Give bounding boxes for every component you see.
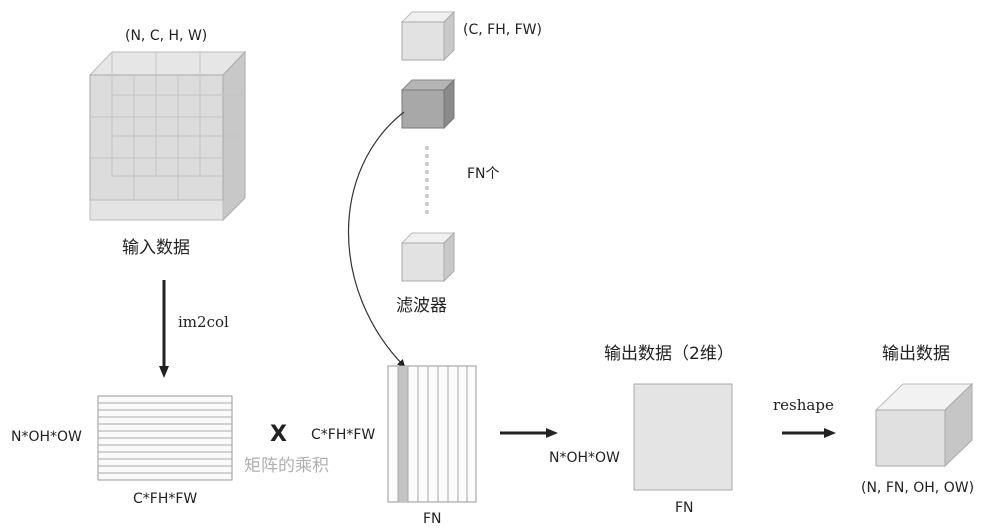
input-shape-label: (N, C, H, W): [125, 28, 208, 44]
output-2d-rows-label: N*OH*OW: [549, 450, 620, 466]
reshape-arrow: [782, 428, 836, 438]
output-data-cube: [874, 382, 974, 468]
filter-matrix-cols-label: FN: [423, 511, 442, 527]
output-caption: 输出数据: [882, 344, 950, 364]
filter-count-label: FN个: [467, 166, 500, 182]
filter-matrix-rows-label: C*FH*FW: [311, 427, 376, 443]
matrix-product-caption: 矩阵的乘积: [244, 456, 329, 476]
input-data-cube: [88, 50, 247, 222]
filter-cube-first: [400, 10, 456, 62]
output-2d-caption: 输出数据（2维）: [604, 344, 734, 364]
im2col-label: im2col: [178, 313, 229, 331]
input-matrix-cols-label: C*FH*FW: [133, 491, 198, 507]
output-2d-matrix: [633, 383, 733, 491]
output-2d-cols-label: FN: [675, 500, 694, 516]
output-shape-label: (N, FN, OH, OW): [861, 480, 975, 496]
input-matrix: [97, 395, 233, 481]
input-caption: 输入数据: [122, 238, 190, 258]
filter-caption: 滤波器: [396, 296, 447, 316]
im2col-arrow: [159, 280, 169, 378]
filter-shape-label: (C, FH, FW): [463, 22, 542, 38]
input-matrix-rows-label: N*OH*OW: [11, 429, 82, 445]
filter-matrix: [387, 365, 477, 503]
product-arrow: [500, 428, 558, 438]
filter-to-matrix-arrow: [347, 111, 406, 368]
multiply-symbol: X: [270, 422, 287, 447]
filter-cube-highlighted: [400, 78, 456, 130]
reshape-label: reshape: [773, 396, 834, 414]
filter-cube-last: [400, 231, 456, 283]
filter-ellipsis-dots: [425, 146, 429, 214]
